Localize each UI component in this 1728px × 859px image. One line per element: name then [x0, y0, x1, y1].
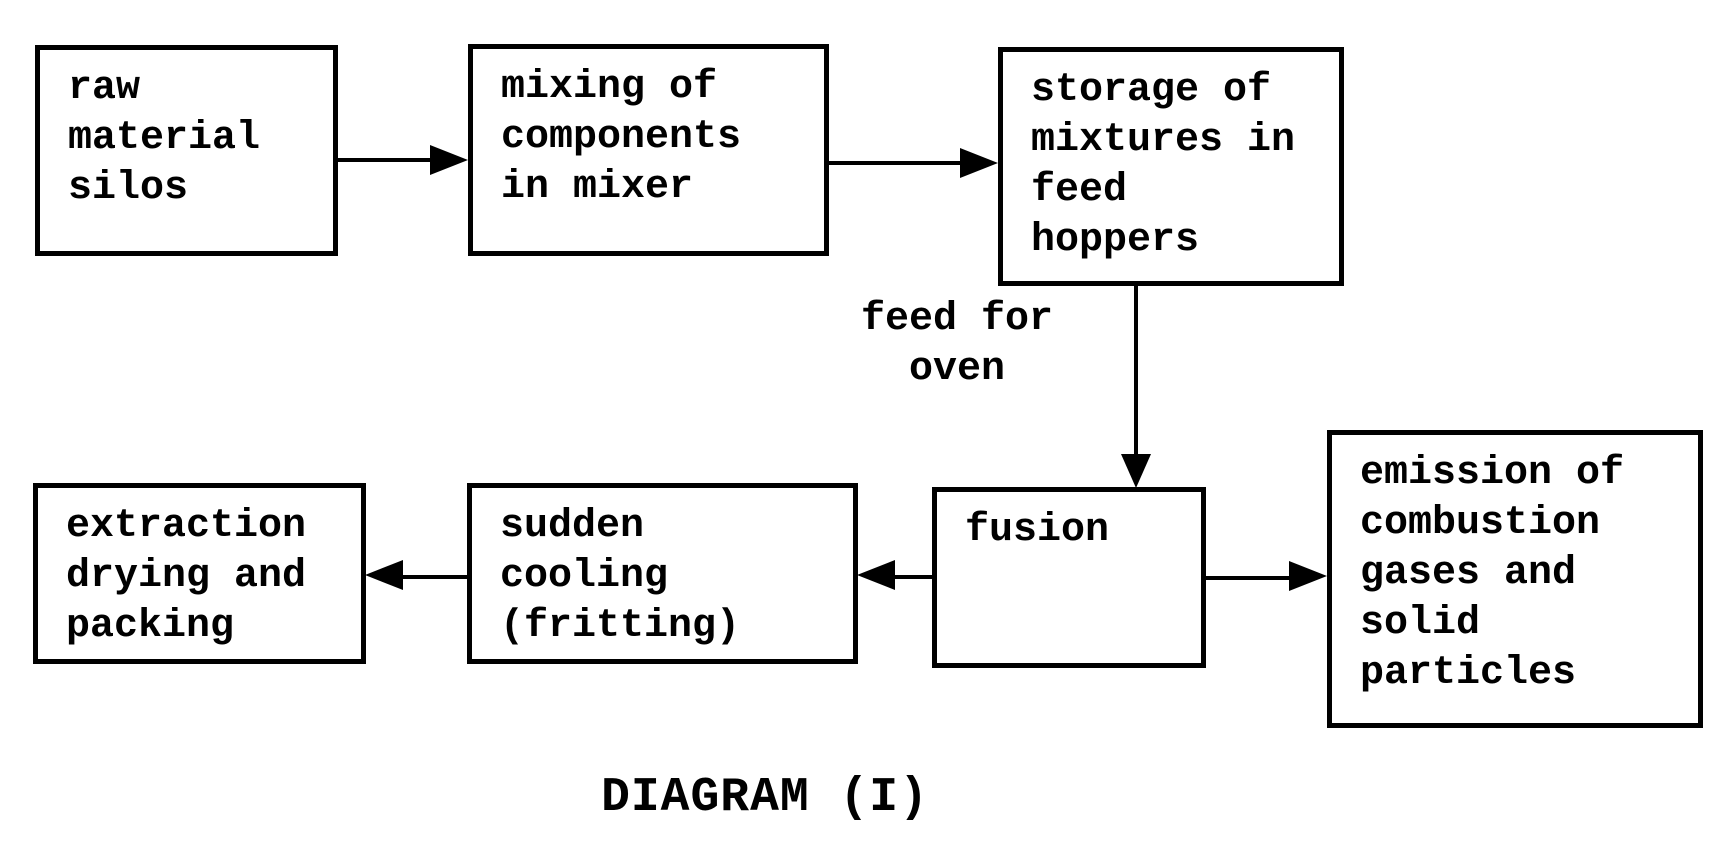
node-extraction-drying-packing: extraction drying and packing: [33, 483, 366, 664]
diagram-caption: DIAGRAM (I): [601, 771, 929, 825]
node-mixing-of-components: mixing of components in mixer: [468, 44, 829, 256]
node-storage-of-mixtures: storage of mixtures in feed hoppers: [998, 47, 1344, 286]
arrow-cooling-to-extraction-line: [401, 575, 469, 579]
arrow-fusion-to-cooling-line: [893, 575, 932, 579]
arrow-fusion-to-emission-arrowhead-icon: [1289, 561, 1327, 591]
arrow-cooling-to-extraction-arrowhead-icon: [365, 560, 403, 590]
arrow-storage-to-fusion-arrowhead-icon: [1121, 454, 1151, 488]
node-fusion: fusion: [932, 487, 1206, 668]
arrow-fusion-to-emission-line: [1205, 576, 1293, 580]
arrow-storage-to-fusion-line: [1134, 283, 1138, 459]
arrow-raw-to-mixing-line: [337, 158, 433, 162]
arrow-raw-to-mixing-arrowhead-icon: [430, 145, 468, 175]
feed-for-oven-label: feed for oven: [860, 297, 1054, 392]
node-raw-material-silos: raw material silos: [35, 45, 338, 256]
node-emission-combustion-gases: emission of combustion gases and solid p…: [1327, 430, 1703, 728]
node-sudden-cooling-fritting: sudden cooling (fritting): [467, 483, 858, 664]
arrow-mixing-to-storage-arrowhead-icon: [960, 148, 998, 178]
arrow-mixing-to-storage-line: [828, 161, 962, 165]
arrow-fusion-to-cooling-arrowhead-icon: [857, 560, 895, 590]
